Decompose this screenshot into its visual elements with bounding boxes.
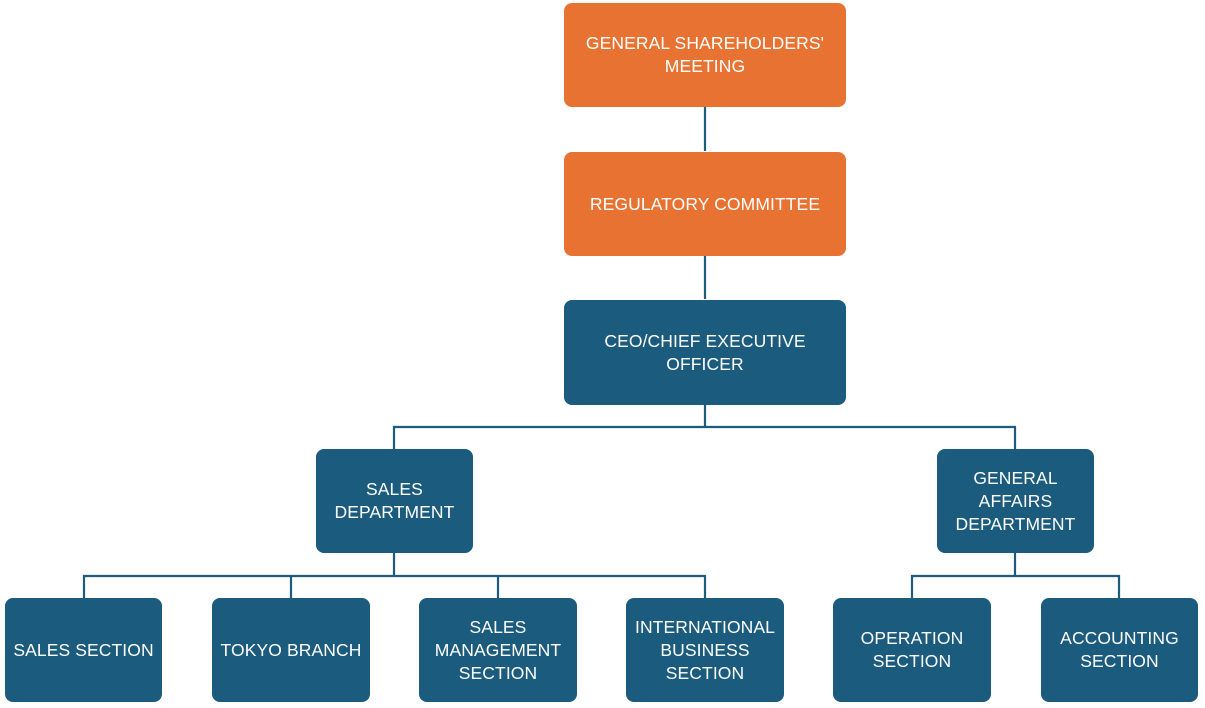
connector-general-affairs-sections	[910, 553, 1121, 598]
operation-section-box: OPERATION SECTION	[833, 598, 991, 702]
connector-ceo-departments	[392, 405, 1017, 449]
general-affairs-department-label: GENERAL AFFAIRS DEPARTMENT	[955, 467, 1076, 534]
general-shareholders-meeting-label: GENERAL SHAREHOLDERS' MEETING	[585, 33, 825, 76]
sales-department-label: SALES DEPARTMENT	[334, 479, 455, 522]
international-business-section-label: INTERNATIONAL BUSINESS SECTION	[634, 616, 776, 683]
regulatory-committee-box: REGULATORY COMMITTEE	[564, 152, 846, 256]
accounting-section-box: ACCOUNTING SECTION	[1041, 598, 1198, 702]
ceo-label: CEO/CHIEF EXECUTIVE OFFICER	[604, 330, 806, 374]
ceo-box: CEO/CHIEF EXECUTIVE OFFICER	[564, 300, 846, 405]
general-shareholders-meeting-box: GENERAL SHAREHOLDERS' MEETING	[564, 3, 846, 107]
sales-section-label: SALES SECTION	[13, 639, 154, 660]
sales-department-box: SALES DEPARTMENT	[316, 449, 473, 553]
tokyo-branch-label: TOKYO BRANCH	[220, 639, 362, 660]
general-affairs-department-box: GENERAL AFFAIRS DEPARTMENT	[937, 449, 1094, 553]
connector-sales-sections	[82, 553, 707, 598]
international-business-section-box: INTERNATIONAL BUSINESS SECTION	[626, 598, 784, 702]
sales-section-box: SALES SECTION	[5, 598, 162, 702]
accounting-section-label: ACCOUNTING SECTION	[1060, 628, 1179, 671]
operation-section-label: OPERATION SECTION	[860, 628, 964, 671]
tokyo-branch-box: TOKYO BRANCH	[212, 598, 370, 702]
sales-management-section-box: SALES MANAGEMENT SECTION	[419, 598, 577, 702]
regulatory-committee-label: REGULATORY COMMITTEE	[589, 193, 821, 214]
sales-management-section-label: SALES MANAGEMENT SECTION	[434, 616, 562, 683]
